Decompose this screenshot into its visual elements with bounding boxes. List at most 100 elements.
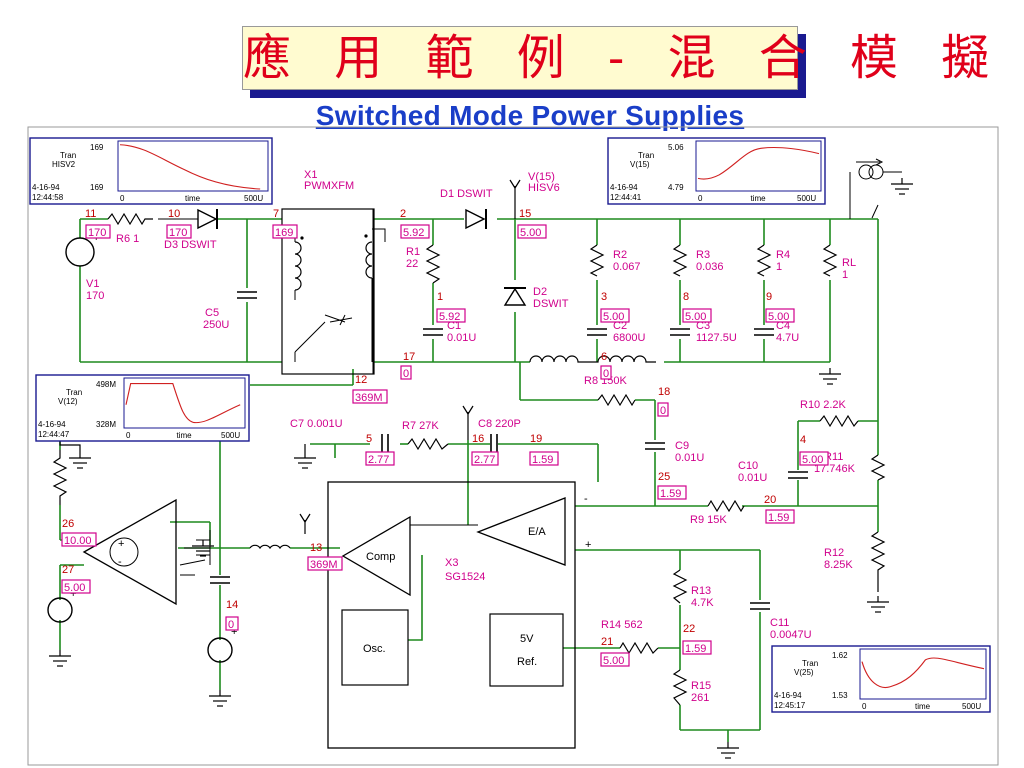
probe-min: 1.53 [832, 691, 848, 700]
node-13: 13 [310, 542, 322, 554]
label-c9b: 0.01U [675, 452, 704, 464]
value-v19: 1.59 [532, 454, 553, 466]
label-r4b: 1 [776, 261, 782, 273]
label-d2a: D2 [533, 286, 547, 298]
label-r1a: R1 [406, 246, 420, 258]
label-r12b: 8.25K [824, 559, 853, 571]
label-rla: RL [842, 257, 856, 269]
component-labels: X1 PWMXFM D1 DSWIT V(15) HISV6 R6 1 D3 D… [86, 169, 856, 704]
label-comp: Comp [366, 551, 395, 563]
value-v18: 0 [660, 405, 666, 417]
label-r4a: R4 [776, 249, 790, 261]
label-r13b: 4.7K [691, 597, 714, 609]
value-box-v18: 0 [657, 402, 669, 417]
probe-min: 4.79 [668, 183, 684, 192]
label-r12a: R12 [824, 547, 844, 559]
probe-x0: 0 [862, 702, 867, 711]
label-c5b: 250U [203, 319, 229, 331]
value-box-v5: 2.77 [365, 451, 395, 466]
value-box-v16: 2.77 [471, 451, 499, 466]
value-v14: 0 [228, 619, 234, 631]
node-15: 15 [519, 208, 531, 220]
probe-x0: 0 [120, 194, 125, 203]
value-box-v7: 169 [272, 224, 298, 239]
probe-date: 4-16-94 [38, 420, 66, 429]
label-c9a: C9 [675, 440, 689, 452]
label-d3: D3 DSWIT [164, 239, 217, 251]
label-x3b: SG1524 [445, 571, 485, 583]
label-r13a: R13 [691, 585, 711, 597]
label-x1a: X1 [304, 169, 317, 181]
label-c3a: C3 [696, 320, 710, 332]
node-26: 26 [62, 518, 74, 530]
probe-line2: HISV2 [52, 160, 76, 169]
value-box-v6: 0 [600, 365, 612, 380]
value-v8: 5.00 [685, 311, 706, 323]
value-box-v3: 5.00 [600, 308, 630, 323]
probe-line1: Tran [60, 151, 76, 160]
value-v5: 2.77 [368, 454, 389, 466]
value-box-v14: 0 [225, 616, 239, 631]
label-r8: R8 150K [584, 375, 627, 387]
value-v13: 369M [310, 559, 338, 571]
node-1: 1 [437, 291, 443, 303]
probe-x0: 0 [698, 194, 703, 203]
probe-xlabel: time [751, 194, 767, 203]
probe-date: 4-16-94 [610, 183, 638, 192]
svg-text:+: + [118, 538, 124, 550]
probe-date: 4-16-94 [32, 183, 60, 192]
value-box-v4: 5.00 [799, 451, 829, 466]
probe-line2: V(12) [58, 397, 78, 406]
label-r2a: R2 [613, 249, 627, 261]
value-v4: 5.00 [802, 454, 823, 466]
node-19: 19 [530, 433, 542, 445]
node-3: 3 [601, 291, 607, 303]
value-v17: 0 [403, 368, 409, 380]
value-box-v20: 1.59 [765, 509, 795, 524]
node-21: 21 [601, 636, 613, 648]
label-d1: D1 DSWIT [440, 188, 493, 200]
svg-text:-: - [118, 556, 122, 568]
probe-line1: Tran [638, 151, 654, 160]
value-v6: 0 [603, 368, 609, 380]
waveform-trace [861, 657, 985, 688]
probe-line1: Tran [802, 659, 818, 668]
label-r14: R14 562 [601, 619, 643, 631]
value-box-v12: 369M [352, 389, 388, 404]
label-d2b: DSWIT [533, 298, 569, 310]
probe-time: 12:44:41 [610, 193, 642, 202]
value-box-v19: 1.59 [529, 451, 559, 466]
probe-min: 328M [96, 420, 116, 429]
probe-xmax: 500U [244, 194, 263, 203]
node-numbers: 11 10 7 2 15 1 3 8 9 6 17 12 18 4 5 16 1… [62, 208, 806, 648]
node-6: 6 [601, 351, 607, 363]
value-box-v27: 5.00 [61, 579, 91, 594]
value-v20: 1.59 [768, 512, 789, 524]
node-17: 17 [403, 351, 415, 363]
label-v15a: V(15) [528, 171, 555, 183]
label-c4b: 4.7U [776, 332, 799, 344]
label-v1b: 170 [86, 290, 104, 302]
probe-date: 4-16-94 [774, 691, 802, 700]
label-c4a: C4 [776, 320, 790, 332]
node-20: 20 [764, 494, 776, 506]
node-2: 2 [400, 208, 406, 220]
label-r11a: R11 [824, 451, 843, 463]
voltage-sources: + + + [47, 232, 237, 663]
node-5: 5 [366, 433, 372, 445]
value-v11: 170 [88, 227, 106, 239]
probe-time: 12:44:47 [38, 430, 70, 439]
value-v2: 5.92 [403, 227, 424, 239]
label-r1b: 22 [406, 258, 418, 270]
waveform-trace [119, 144, 261, 190]
node-16: 16 [472, 433, 484, 445]
probe-line1: Tran [66, 388, 82, 397]
node-27: 27 [62, 564, 74, 576]
waveform-trace [697, 146, 820, 180]
